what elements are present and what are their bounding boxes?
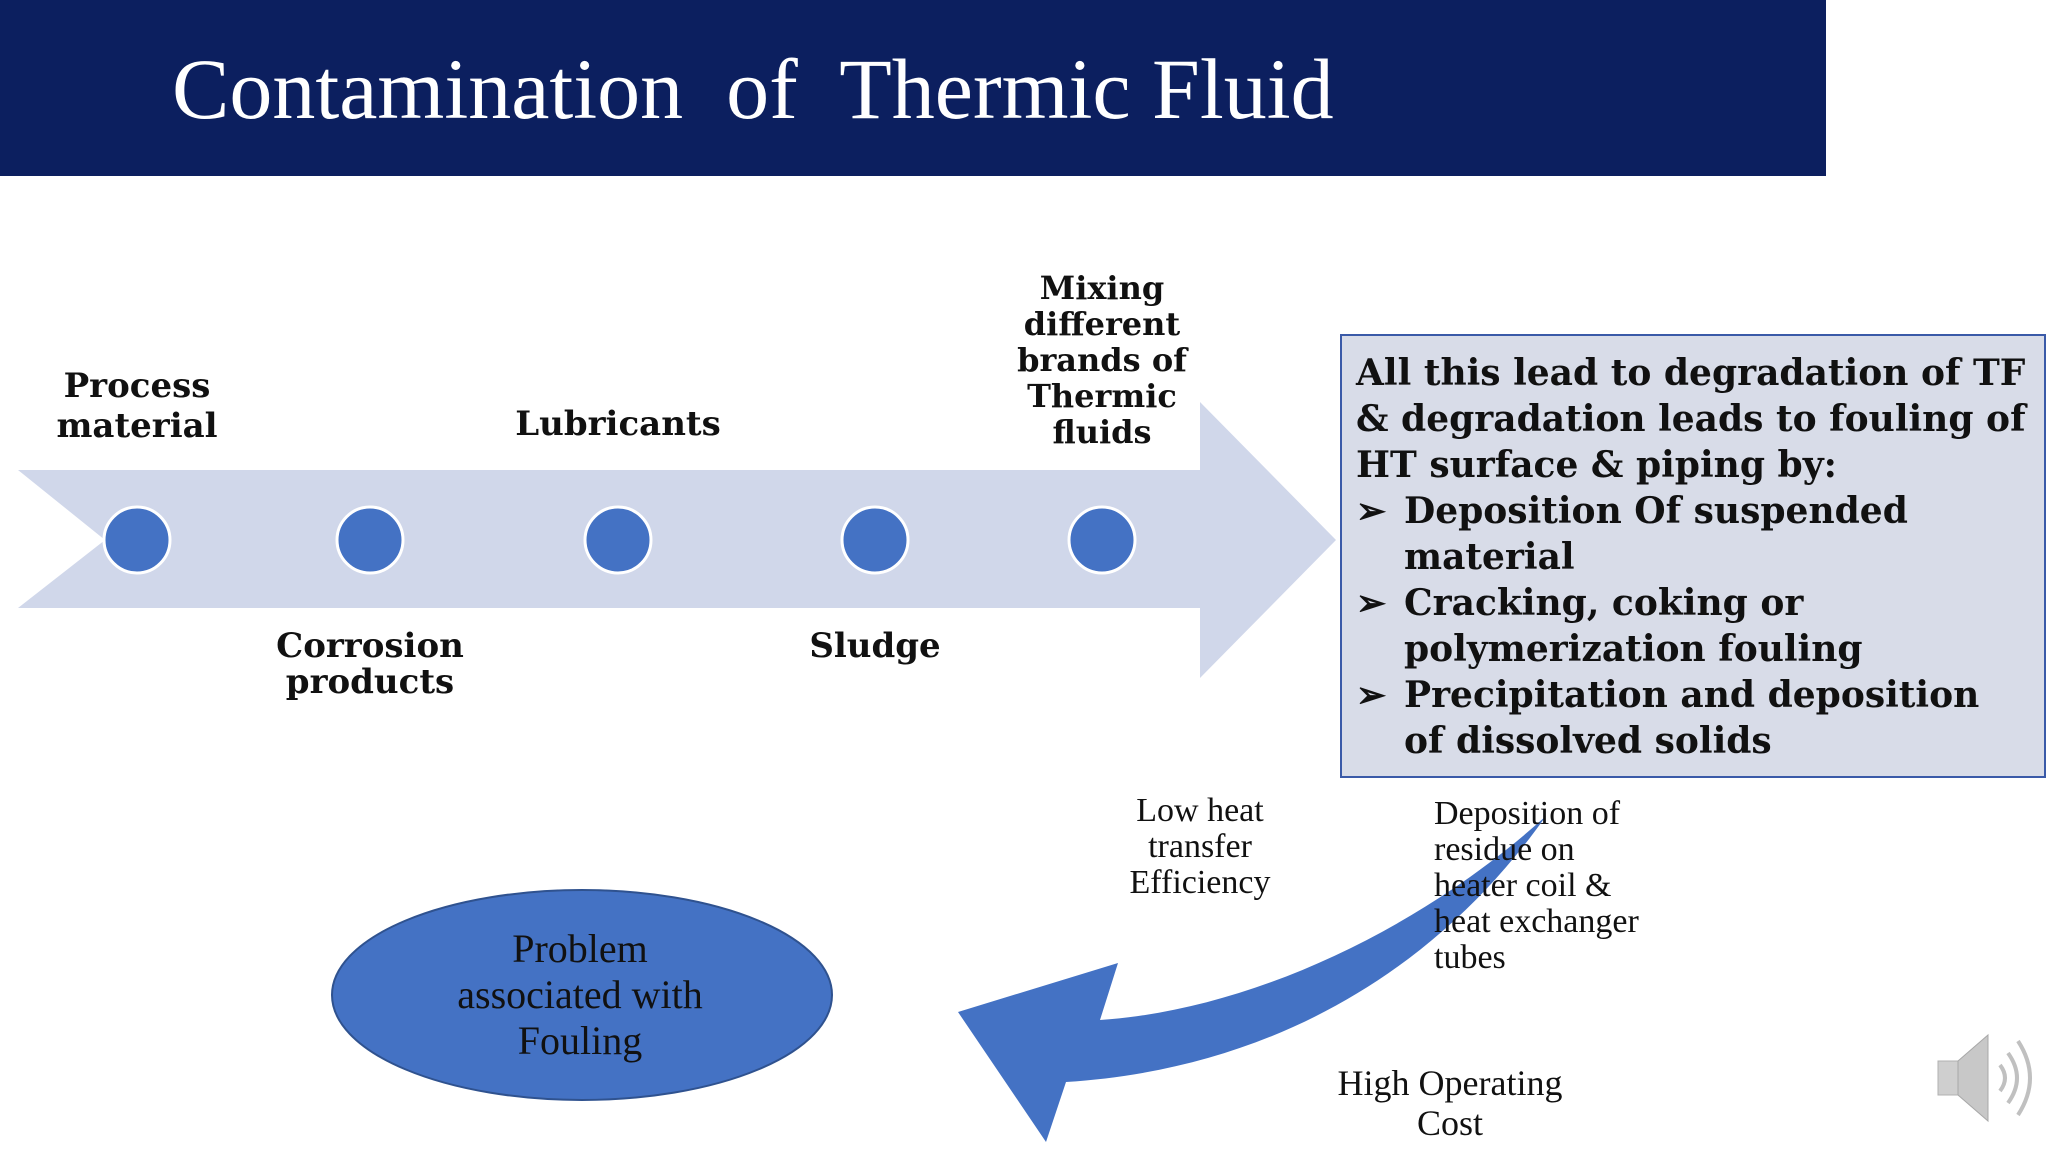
timeline-node-corrosion (335, 505, 405, 575)
problem-label: Problem associated with Fouling (457, 926, 703, 1063)
summary-box: All this lead to degradation of TF & deg… (1340, 334, 2046, 778)
label-corrosion-products: Corrosion products (276, 626, 464, 702)
timeline-node-lubricants (583, 505, 653, 575)
effect-high-operating-cost: High Operating Cost (1337, 1063, 1563, 1143)
slide-title: Contamination of Thermic Fluid (172, 41, 1334, 137)
timeline-node-sludge (840, 505, 910, 575)
arrow-bullet-icon: ➢ (1356, 674, 1387, 716)
label-mixing-brands: Mixing different brands of Thermic fluid… (1017, 269, 1187, 451)
effect-low-heat-transfer: Low heat transfer Efficiency (1129, 792, 1271, 901)
summary-item: ➢ Deposition Of suspended material (1356, 490, 1908, 578)
curved-arrow (958, 816, 1546, 1142)
title-bar (0, 0, 1826, 176)
summary-item: ➢ Cracking, coking or polymerization fou… (1356, 582, 1863, 670)
arrow-bullet-icon: ➢ (1356, 582, 1387, 624)
summary-item: ➢ Precipitation and deposition of dissol… (1356, 674, 1980, 762)
effect-deposition-residue: Deposition of residue on heater coil & h… (1434, 795, 1639, 976)
label-process-material: Process material (56, 366, 218, 446)
label-sludge: Sludge (809, 626, 941, 666)
arrow-bullet-icon: ➢ (1356, 490, 1387, 532)
summary-list: ➢ Deposition Of suspended material ➢ Cra… (1356, 488, 2028, 764)
timeline-node-mixing (1067, 505, 1137, 575)
speaker-icon[interactable] (1937, 1033, 2032, 1123)
problem-ellipse (331, 889, 833, 1101)
timeline-node-process (102, 505, 172, 575)
label-lubricants: Lubricants (515, 404, 721, 444)
timeline-arrow (18, 402, 1336, 678)
summary-intro: All this lead to degradation of TF & deg… (1356, 352, 2026, 486)
